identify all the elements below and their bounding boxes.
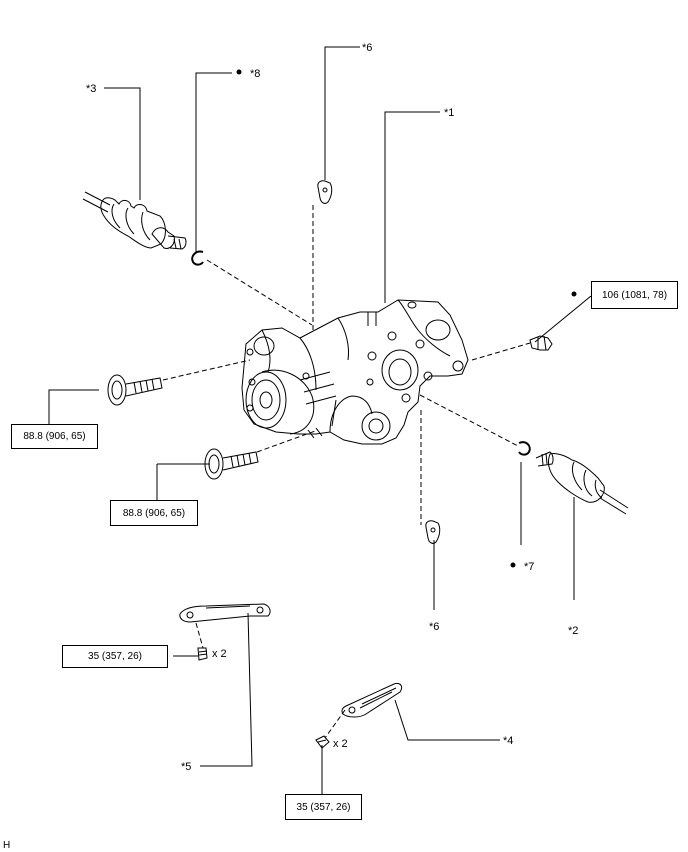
- small-bolt-4: [315, 735, 330, 749]
- assembly-lines: [162, 205, 531, 739]
- dot-icon-106: [571, 291, 577, 297]
- callout-5: *5: [181, 761, 191, 773]
- torque-box-106: 106 (1081, 78): [591, 281, 678, 309]
- small-bolt-5: [197, 647, 208, 661]
- callout-6-bottom: *6: [429, 621, 439, 633]
- bracket-5: [179, 603, 271, 623]
- bolt-right: [529, 335, 553, 351]
- callout-4: *4: [503, 735, 513, 747]
- callout-7: *7: [524, 561, 534, 573]
- rear-differential-carrier: [241, 299, 469, 445]
- callout-3: *3: [86, 83, 96, 95]
- drive-shaft-left: [82, 191, 187, 250]
- drive-shaft-right: [535, 451, 629, 515]
- bracket-4: [341, 683, 403, 718]
- dot-icon-8: [236, 69, 242, 75]
- callout-1: *1: [444, 107, 454, 119]
- leader-lines: [48, 46, 592, 795]
- snap-ring-7: [518, 441, 531, 456]
- callout-6-top: *6: [362, 42, 372, 54]
- stopper-top: [317, 180, 333, 204]
- snap-ring-8: [191, 250, 204, 266]
- torque-box-888-upper: 88.8 (906, 65): [11, 424, 98, 449]
- callout-8: *8: [250, 68, 260, 80]
- long-bolt-upper: [107, 374, 163, 406]
- torque-box-35-lower: 35 (357, 26): [285, 794, 362, 820]
- stopper-bottom: [425, 520, 441, 544]
- quantity-label-4: x 2: [333, 738, 348, 750]
- quantity-label-5: x 2: [212, 648, 227, 660]
- corner-letter: H: [3, 840, 10, 851]
- dot-icon-7: [510, 562, 516, 568]
- torque-box-35-upper: 35 (357, 26): [62, 645, 168, 668]
- torque-box-888-lower: 88.8 (906, 65): [110, 500, 198, 526]
- long-bolt-lower: [204, 448, 259, 480]
- callout-2: *2: [568, 625, 578, 637]
